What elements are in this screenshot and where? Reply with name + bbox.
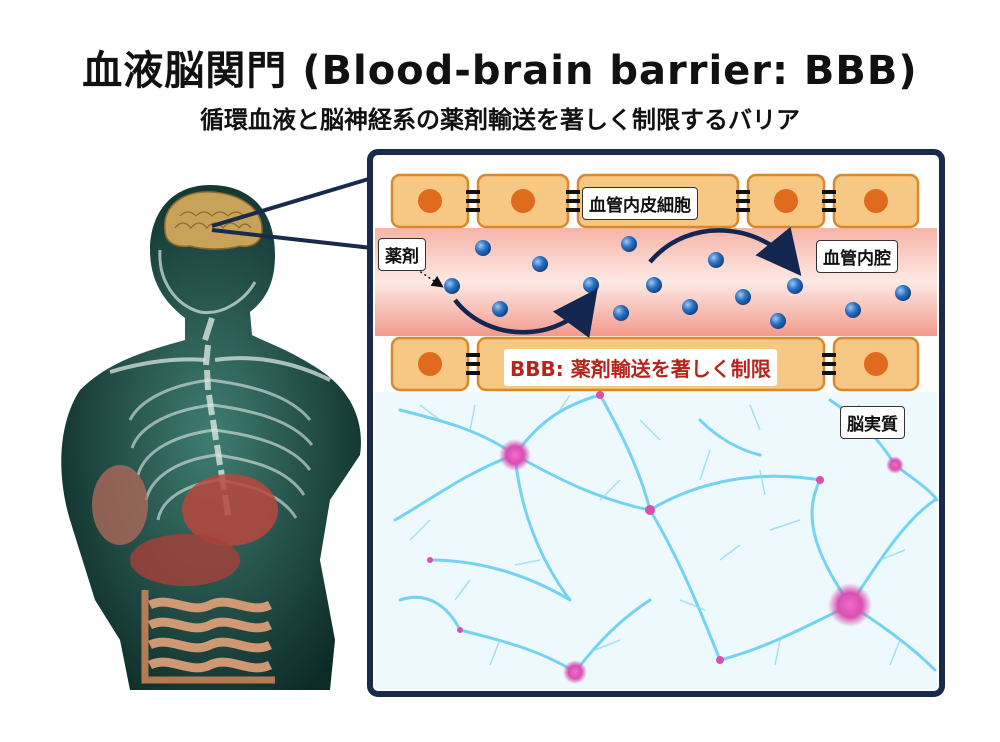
neuron-soma [499, 439, 531, 471]
label-brain-parenchyma: 脳実質 [840, 406, 905, 439]
human-body-illustration [61, 185, 361, 690]
label-bbb-restriction: BBB: 薬剤輸送を著しく制限 [504, 349, 777, 386]
neuron-soma [563, 660, 587, 684]
brain-parenchyma-neurons [375, 391, 939, 689]
tight-junction-icon [466, 353, 836, 375]
page-title: 血液脳関門 (Blood-brain barrier: BBB) [82, 48, 918, 94]
bbb-zoom-panel [367, 149, 945, 697]
liver-organ [130, 534, 240, 586]
drug-particles [444, 236, 911, 329]
breast-shape [92, 465, 148, 545]
callout-line-top [211, 176, 373, 228]
neuron-soma [427, 557, 433, 563]
heart-lung-organ [182, 474, 278, 546]
label-drug: 薬剤 [378, 238, 426, 271]
intestine-icon [147, 597, 273, 673]
label-vessel-lumen: 血管内腔 [816, 240, 898, 273]
label-endothelial-cells: 血管内皮細胞 [582, 187, 698, 220]
tight-junction-icon [466, 190, 836, 212]
callout-line-bottom [211, 228, 373, 250]
neuron-soma [596, 391, 604, 399]
neuron-soma [645, 505, 655, 515]
neuron-soma [716, 656, 724, 664]
neuron-soma [457, 627, 463, 633]
flow-arrow-2 [648, 226, 802, 276]
flow-arrow-1 [453, 288, 598, 339]
neuron-soma [886, 456, 904, 474]
body-silhouette [61, 185, 361, 690]
neuron-soma [816, 476, 824, 484]
neuron-soma [828, 583, 872, 627]
page-subtitle: 循環血液と脳神経系の薬剤輸送を著しく制限するバリア [200, 106, 800, 134]
